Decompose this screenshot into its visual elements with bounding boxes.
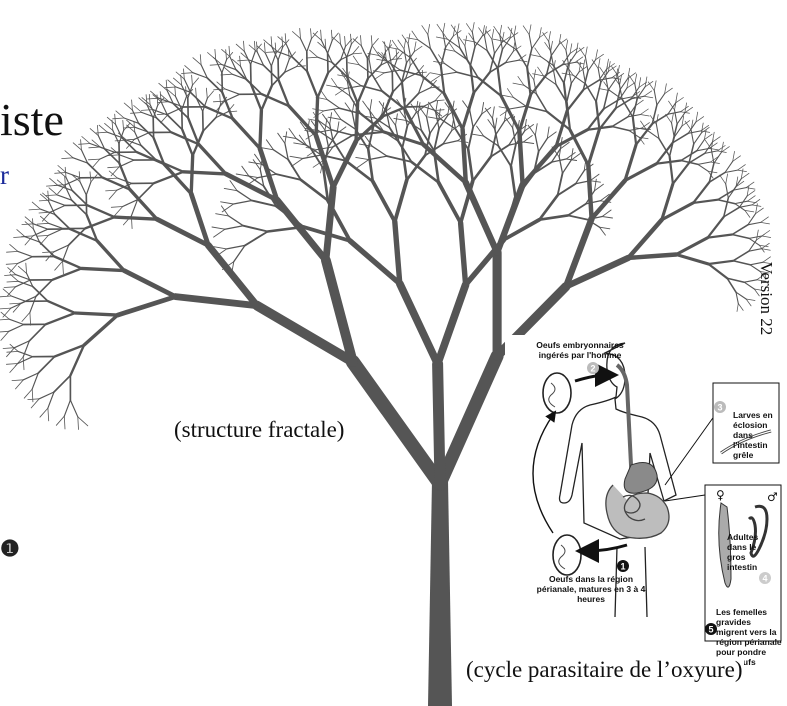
svg-text:4: 4: [762, 574, 767, 584]
step-marker-2: 2: [587, 362, 599, 374]
female-symbol: ♀: [716, 488, 725, 502]
step-marker-4: 4: [759, 572, 771, 584]
svg-text:5: 5: [708, 625, 713, 635]
svg-text:3: 3: [717, 403, 722, 413]
step-marker-3: 3: [714, 401, 726, 413]
link-fragment[interactable]: r: [0, 160, 9, 190]
male-symbol: ♂: [767, 490, 778, 504]
cycle-step-4-label: Adultes dans le gros intestin: [727, 532, 759, 572]
side-fragment: ❶: [0, 536, 20, 561]
step-marker-1: 1: [617, 560, 629, 572]
cycle-step-2-label: Oeufs embryonnaires ingérés par l'homme: [536, 340, 624, 360]
cycle-step-1-label: Oeufs dans la région périanale, matures …: [536, 574, 646, 604]
step-marker-5: 5: [705, 623, 717, 635]
cycle-step-3-label: Larves en éclosion dans l'intestin grêle: [733, 410, 773, 460]
oxyure-cycle-diagram: 1 2 3 4 5 ♀ ♂: [505, 335, 785, 645]
svg-text:2: 2: [590, 364, 595, 374]
caption-cycle: (cycle parasitaire de l’oxyure): [464, 657, 745, 683]
title-fragment: iste: [0, 94, 64, 145]
caption-fractal: (structure fractale): [172, 417, 347, 443]
svg-text:1: 1: [620, 562, 625, 572]
